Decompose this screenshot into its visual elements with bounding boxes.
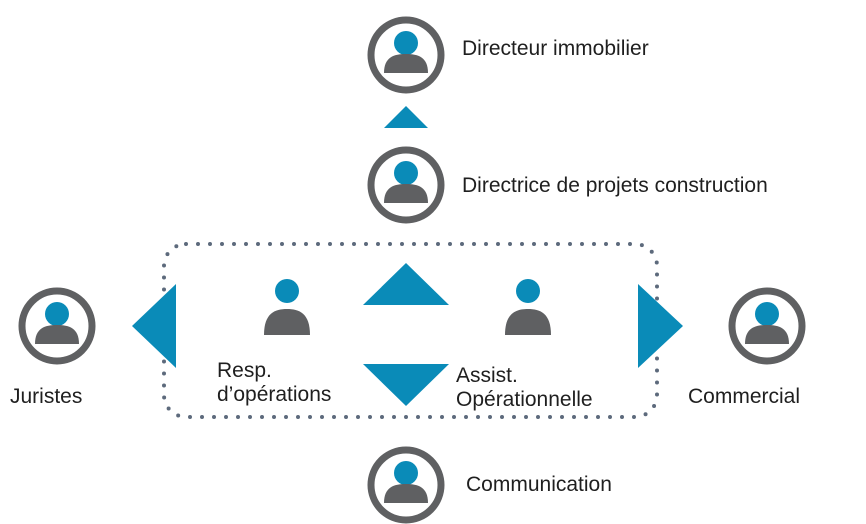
avatar-commercial: [728, 287, 806, 365]
label-directeur-immobilier: Directeur immobilier: [462, 37, 649, 60]
triangle-up-icon: [384, 106, 428, 128]
label-assist-operationnelle: Assist. Opérationnelle: [456, 364, 593, 411]
avatar-communication: [367, 446, 445, 524]
label-directrice-projets: Directrice de projets construction: [462, 174, 768, 197]
person-icon-resp-operations: [264, 279, 310, 335]
triangle-up-icon: [363, 263, 449, 305]
avatar-directrice-projets: [367, 146, 445, 224]
person-icon-assist-operationnelle: [505, 279, 551, 335]
label-communication: Communication: [466, 473, 612, 496]
avatar-juristes: [18, 287, 96, 365]
label-commercial: Commercial: [688, 385, 801, 408]
triangle-left-icon: [132, 284, 176, 368]
triangle-right-icon: [638, 284, 683, 368]
avatar-directeur-immobilier: [367, 16, 445, 94]
label-resp-operations: Resp. d’opérations: [217, 359, 332, 406]
triangle-down-icon: [363, 364, 449, 406]
label-juristes: Juristes: [10, 385, 83, 408]
